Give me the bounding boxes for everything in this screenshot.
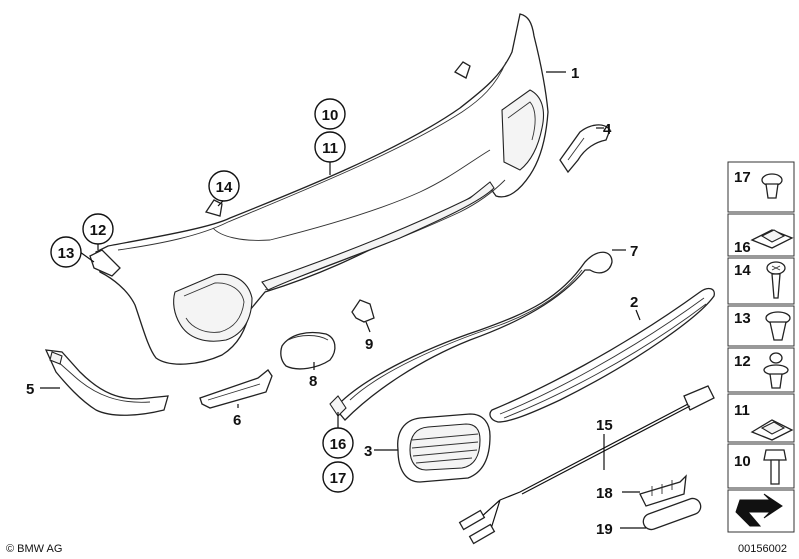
clip-nut-icon (750, 229, 794, 249)
label-15: 15 (596, 417, 613, 434)
lower-trim-strip[interactable] (329, 251, 613, 421)
callout-11: 11 (314, 131, 346, 163)
svg-text:14: 14 (216, 179, 233, 196)
legend-item-11[interactable]: 11 (727, 393, 795, 443)
wiring-harness[interactable] (458, 385, 715, 545)
tube-sleeve[interactable] (641, 496, 703, 532)
label-6: 6 (233, 412, 241, 429)
legend-item-12[interactable]: 12 (727, 347, 795, 393)
legend-label: 16 (734, 239, 751, 256)
label-4: 4 (603, 121, 612, 138)
label-18: 18 (596, 485, 613, 502)
callout-17: 17 (322, 461, 354, 493)
legend-label: 10 (734, 453, 751, 470)
label-1: 1 (571, 65, 579, 82)
legend-item-10[interactable]: 10 (727, 443, 795, 489)
svg-text:11: 11 (322, 140, 338, 157)
rear-bumper-panel[interactable] (89, 13, 549, 365)
svg-text:16: 16 (330, 436, 347, 453)
svg-text:12: 12 (90, 222, 107, 239)
callout-12: 12 (82, 213, 114, 245)
label-3: 3 (364, 443, 372, 460)
callout-14: 14 (208, 170, 240, 202)
legend-label: 12 (734, 353, 751, 370)
legend-label: 13 (734, 310, 751, 327)
lower-side-moulding[interactable] (44, 349, 169, 416)
legend-item-14[interactable]: 14 (727, 257, 795, 305)
small-moulding[interactable] (199, 369, 273, 409)
tow-hook-cover[interactable] (280, 331, 336, 370)
label-5: 5 (26, 381, 34, 398)
screw-icon (766, 261, 786, 299)
bumper-bracket-right[interactable] (559, 124, 611, 174)
cable-clip-strip[interactable] (639, 474, 687, 507)
clip-nut-icon (750, 419, 794, 441)
screw-clip-icon (761, 173, 783, 199)
label-7: 7 (630, 243, 638, 260)
callout-13: 13 (50, 236, 82, 268)
grille-insert[interactable] (397, 413, 491, 483)
legend-item-13[interactable]: 13 (727, 305, 795, 347)
direction-arrow-icon (727, 489, 795, 533)
legend-label: 14 (734, 262, 751, 279)
reflector-strip[interactable] (489, 287, 715, 423)
svg-text:17: 17 (330, 470, 347, 487)
expanding-rivet-icon (765, 311, 791, 341)
label-19: 19 (596, 521, 613, 538)
callout-16: 16 (322, 427, 354, 459)
label-9: 9 (365, 336, 373, 353)
callout-10: 10 (314, 98, 346, 130)
svg-text:13: 13 (58, 245, 75, 262)
diagram-number: 00156002 (738, 543, 787, 555)
legend-label: 17 (734, 169, 751, 186)
leader-lines (40, 71, 646, 529)
legend-item-17[interactable]: 17 (727, 161, 795, 213)
legend-label: 11 (734, 402, 750, 419)
copyright-text: © BMW AG (6, 543, 62, 555)
legend-item-16[interactable]: 16 (727, 213, 795, 257)
label-8: 8 (309, 373, 317, 390)
hardware-legend: 17 16 14 13 (727, 161, 795, 533)
bolt-icon (763, 449, 787, 485)
svg-text:10: 10 (322, 107, 339, 124)
small-clip[interactable] (351, 299, 375, 323)
expanding-rivet-icon (763, 352, 789, 389)
label-2: 2 (630, 294, 638, 311)
